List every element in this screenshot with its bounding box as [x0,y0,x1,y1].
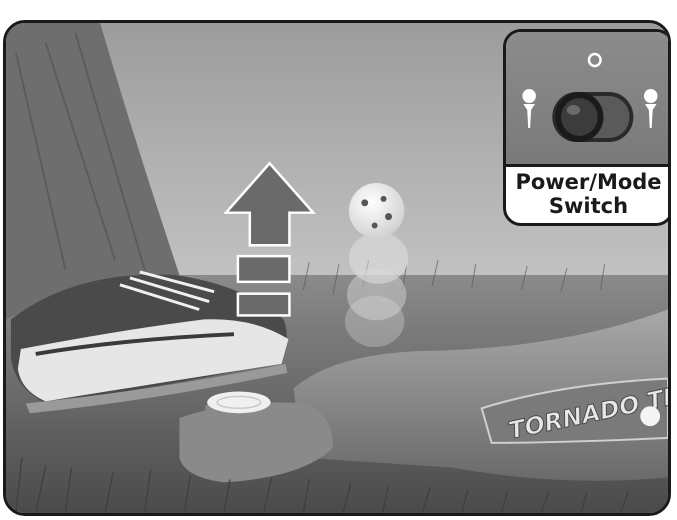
photo-frame: TORNADO TEE [3,20,671,516]
inset-label-line2: Switch [506,194,671,218]
toggle-switch-icon[interactable] [552,92,633,142]
golf-ball-rising [345,183,408,347]
off-circle-icon [589,54,601,66]
inset-label: Power/Mode Switch [506,170,671,218]
inset-label-line1: Power/Mode [506,170,671,194]
pedal [205,391,272,420]
tee-icon-left [522,89,536,128]
tee-icon-right [644,89,658,128]
power-mode-switch-inset: Power/Mode Switch [503,29,671,226]
switch-closeup [506,32,671,167]
